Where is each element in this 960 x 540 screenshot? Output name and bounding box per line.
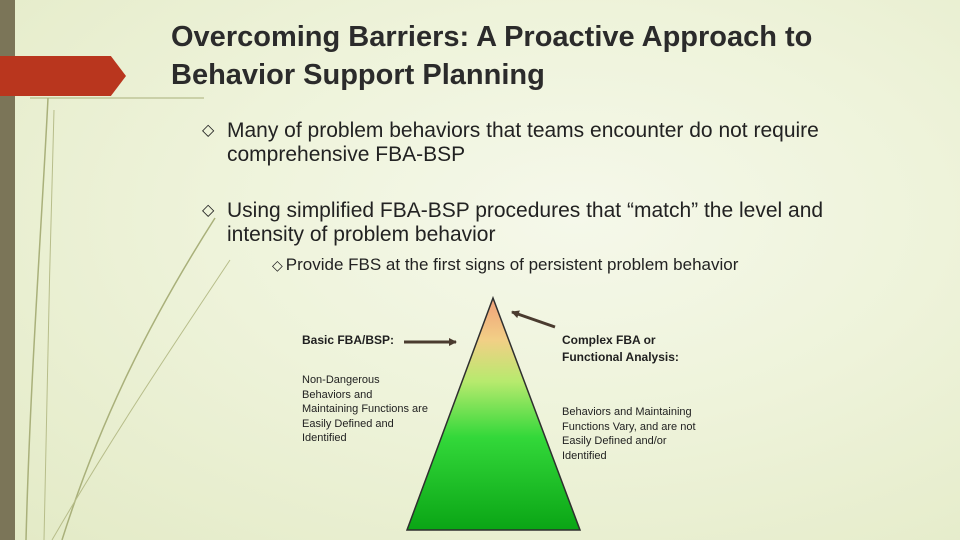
- slide-title: Overcoming Barriers: A Proactive Approac…: [171, 21, 813, 91]
- title-accent-tab: [0, 56, 126, 96]
- basic-fba-heading: Basic FBA/BSP:: [302, 333, 395, 347]
- bullet-text: Many of problem behaviors that teams enc…: [227, 119, 819, 166]
- sub-bullet-text: Provide FBS at the first signs of persis…: [285, 255, 739, 274]
- basic-fba-description: Non-Dangerous Behaviors and Maintaining …: [302, 374, 428, 444]
- bullet-item-1: ◇ Many of problem behaviors that teams e…: [202, 119, 882, 167]
- bullet-text: Using simplified FBA-BSP procedures that…: [227, 199, 824, 246]
- left-side-bar: [0, 0, 15, 540]
- right-arrow: [511, 310, 556, 329]
- bullet-item-2: ◇ Using simplified FBA-BSP procedures th…: [202, 199, 882, 247]
- diamond-outline-icon: ◇: [202, 202, 215, 219]
- complex-fba-description: Behaviors and Maintaining Functions Vary…: [562, 406, 696, 462]
- sub-bullet-item: ◇Provide FBS at the first signs of persi…: [272, 254, 872, 276]
- diamond-outline-icon: ◇: [272, 257, 283, 273]
- complex-fba-heading: Complex FBA or Functional Analysis:: [562, 333, 679, 364]
- pyramid-triangle: [405, 295, 582, 531]
- diamond-outline-icon: ◇: [202, 122, 215, 139]
